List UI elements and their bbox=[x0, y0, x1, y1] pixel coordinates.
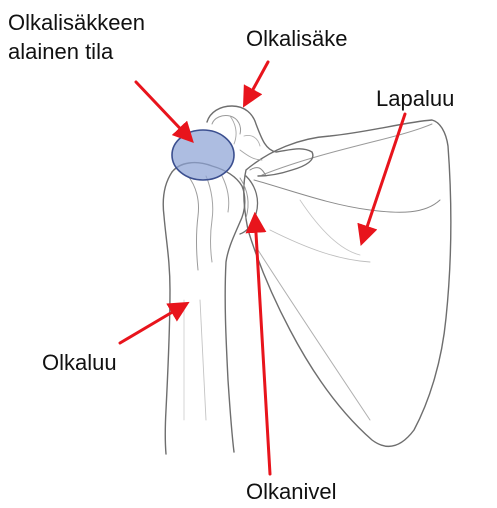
label-subacromial-space-line2: alainen tila bbox=[8, 37, 208, 66]
arrow-acromion bbox=[245, 62, 268, 104]
humerus-drawing bbox=[163, 163, 245, 454]
arrow-humerus bbox=[120, 304, 186, 343]
label-humerus: Olkaluu bbox=[42, 350, 117, 376]
label-scapula: Lapaluu bbox=[376, 86, 454, 112]
label-subacromial-space: Olkalisäkkeen alainen tila bbox=[8, 8, 208, 66]
scapula-drawing bbox=[244, 120, 451, 446]
subacromial-space-highlight bbox=[172, 130, 234, 180]
arrow-shoulder-joint bbox=[255, 216, 270, 474]
arrow-scapula bbox=[362, 114, 405, 242]
label-acromion: Olkalisäke bbox=[246, 26, 347, 52]
label-subacromial-space-line1: Olkalisäkkeen bbox=[8, 8, 208, 37]
pointer-arrows bbox=[120, 62, 405, 474]
arrow-subacromial-space bbox=[136, 82, 191, 140]
label-shoulder-joint: Olkanivel bbox=[246, 479, 336, 505]
